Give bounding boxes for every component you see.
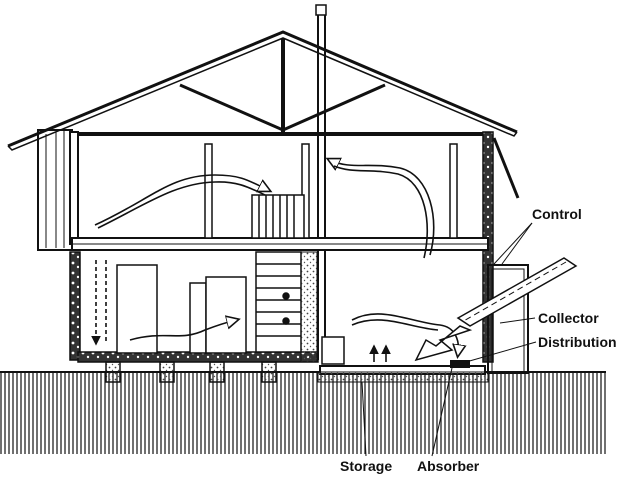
sun-ray	[414, 257, 578, 362]
label-absorber: Absorber	[417, 458, 480, 474]
chimney-flue	[315, 4, 327, 360]
storage-bed	[317, 371, 489, 383]
air-flow-arrows	[91, 160, 458, 362]
label-storage: Storage	[340, 458, 392, 474]
label-leader-lines	[361, 222, 537, 457]
label-collector: Collector	[538, 310, 599, 326]
ground-floor-interior	[116, 251, 345, 365]
foundation-piers	[105, 361, 277, 383]
left-overhang-wall	[37, 129, 73, 251]
ground	[0, 371, 606, 454]
thermal-mass-column	[300, 251, 318, 363]
label-distribution: Distribution	[538, 334, 617, 350]
label-control: Control	[532, 206, 582, 222]
roof	[7, 30, 518, 151]
upper-floor-posts	[204, 143, 458, 239]
stair-railing	[251, 194, 305, 239]
absorber-plate	[450, 360, 470, 368]
